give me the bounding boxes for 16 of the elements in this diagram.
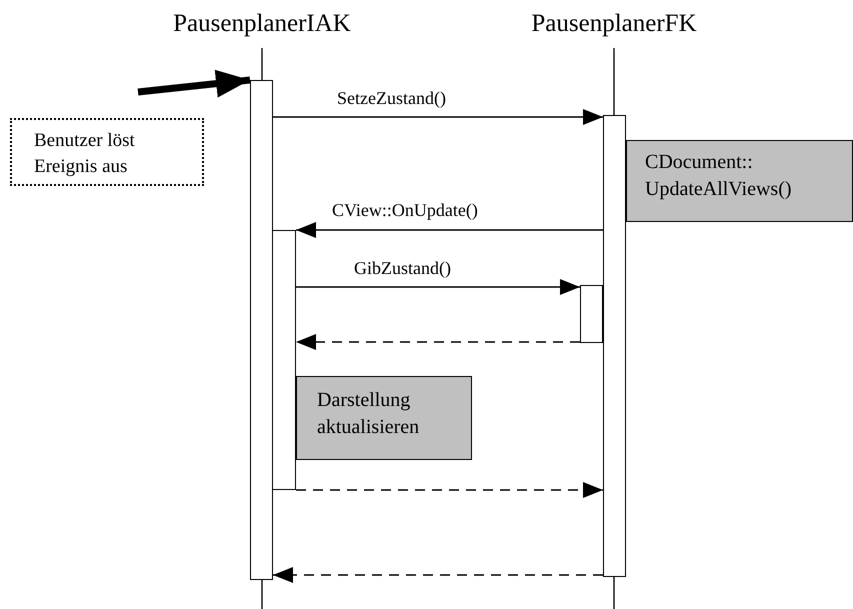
- dashed-arrow: [296, 482, 603, 498]
- thick-arrow: [138, 70, 250, 98]
- process-box: Darstellung aktualisieren: [296, 376, 472, 460]
- arrow: [296, 279, 580, 295]
- dashed-arrow: [273, 567, 603, 583]
- activation-bar: [580, 285, 603, 343]
- process-box: CDocument:: UpdateAllViews(): [626, 140, 853, 222]
- activation-bar: [603, 115, 626, 577]
- activation-bar: [272, 230, 296, 490]
- lifeline-label: PausenplanerIAK: [162, 10, 362, 46]
- arrow: [296, 222, 603, 238]
- note-box: Benutzer löst Ereignis aus: [10, 118, 204, 186]
- dashed-arrow: [296, 334, 580, 350]
- activation-bar: [250, 80, 273, 580]
- lifeline-label: PausenplanerFK: [514, 10, 714, 46]
- arrow: [273, 109, 603, 125]
